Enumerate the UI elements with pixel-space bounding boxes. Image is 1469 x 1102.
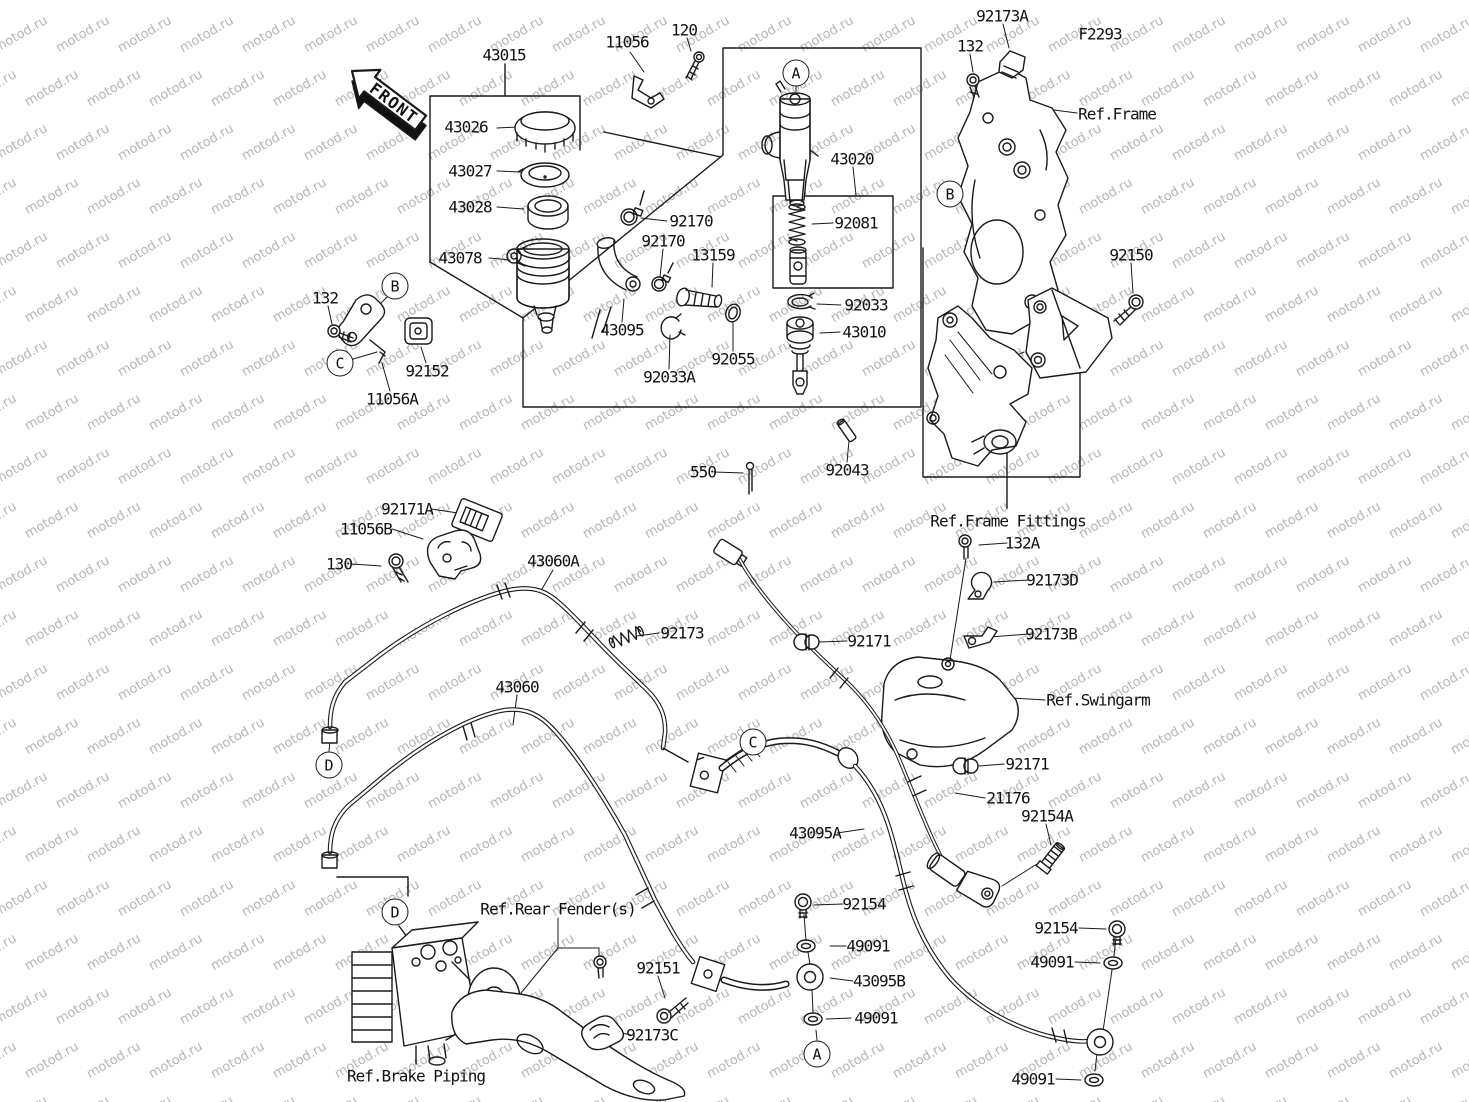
bolt-130: [388, 553, 409, 583]
leader-lines: [327, 23, 1134, 1081]
bolt-132A: [958, 534, 972, 560]
front-arrow: FRONT: [350, 68, 428, 141]
snap-ring-92033A: [660, 313, 686, 340]
bracket-11056B: [426, 529, 482, 580]
washer-49091-bottom-right: [1084, 1073, 1104, 1087]
fender-bracket: [451, 989, 686, 1101]
bolt-120: [685, 51, 705, 81]
master-cylinder: [761, 80, 819, 207]
snap-ring-92033: [787, 292, 816, 310]
washer-49091-b: [803, 1012, 823, 1026]
junction-block: [689, 752, 727, 794]
brake-pipe-43060: [321, 707, 696, 965]
caliper-stay: [926, 305, 1033, 467]
grommet-92171-upper: [793, 633, 820, 651]
bolt-92150: [1113, 294, 1144, 326]
washer-49091-right: [1103, 956, 1123, 970]
cotter-pin-550: [745, 461, 755, 495]
reservoir-cap: [514, 111, 576, 153]
swingarm: [881, 656, 1019, 768]
banjo-bolt-92154-right: [1108, 920, 1126, 946]
clamp-92170-lower: [651, 262, 674, 292]
bolt-92154A: [1035, 842, 1066, 875]
clamp-92173D: [967, 571, 993, 600]
screw-fender: [593, 955, 607, 979]
hose-43095: [596, 237, 641, 292]
clamp-92173B: [963, 626, 998, 649]
pin-92043: [836, 418, 857, 443]
spring-92081: [788, 203, 806, 246]
bolt-92151: [656, 997, 689, 1024]
clamp-92173C: [581, 1015, 625, 1051]
rear-brake-hose-43095A: [718, 737, 1114, 1056]
damper-92173A: [998, 50, 1026, 79]
bolt-132-top-right: [966, 73, 980, 98]
clamp-axis-line: [949, 557, 967, 661]
piston-43020: [789, 246, 807, 285]
damper-92152: [404, 317, 433, 345]
bolt-132-left: [327, 324, 354, 343]
pipe-hose-connector: [690, 955, 726, 993]
sensor-cable-21176: [713, 538, 1001, 908]
clamp-92170-upper: [620, 190, 645, 226]
push-rod-43010: [786, 316, 814, 395]
reservoir-tank: [506, 238, 612, 339]
bracket-11056: [631, 75, 665, 109]
banjo-bolt-92154-left: [794, 893, 812, 919]
bracket-left-BC: [337, 294, 386, 364]
o-ring-92055: [725, 303, 741, 323]
grommet-92171-lower: [952, 757, 979, 775]
reservoir-diaphragm-plate: [517, 162, 570, 188]
banjo-eye-43095B: [796, 963, 824, 991]
banjo-bolt-13159: [676, 287, 723, 308]
spring-clip-92173: [608, 625, 645, 649]
reservoir-cup: [527, 195, 569, 230]
bracket-92150: [1025, 287, 1113, 379]
brake-pipe-43060A: [321, 582, 689, 763]
washer-49091-a: [796, 939, 816, 953]
